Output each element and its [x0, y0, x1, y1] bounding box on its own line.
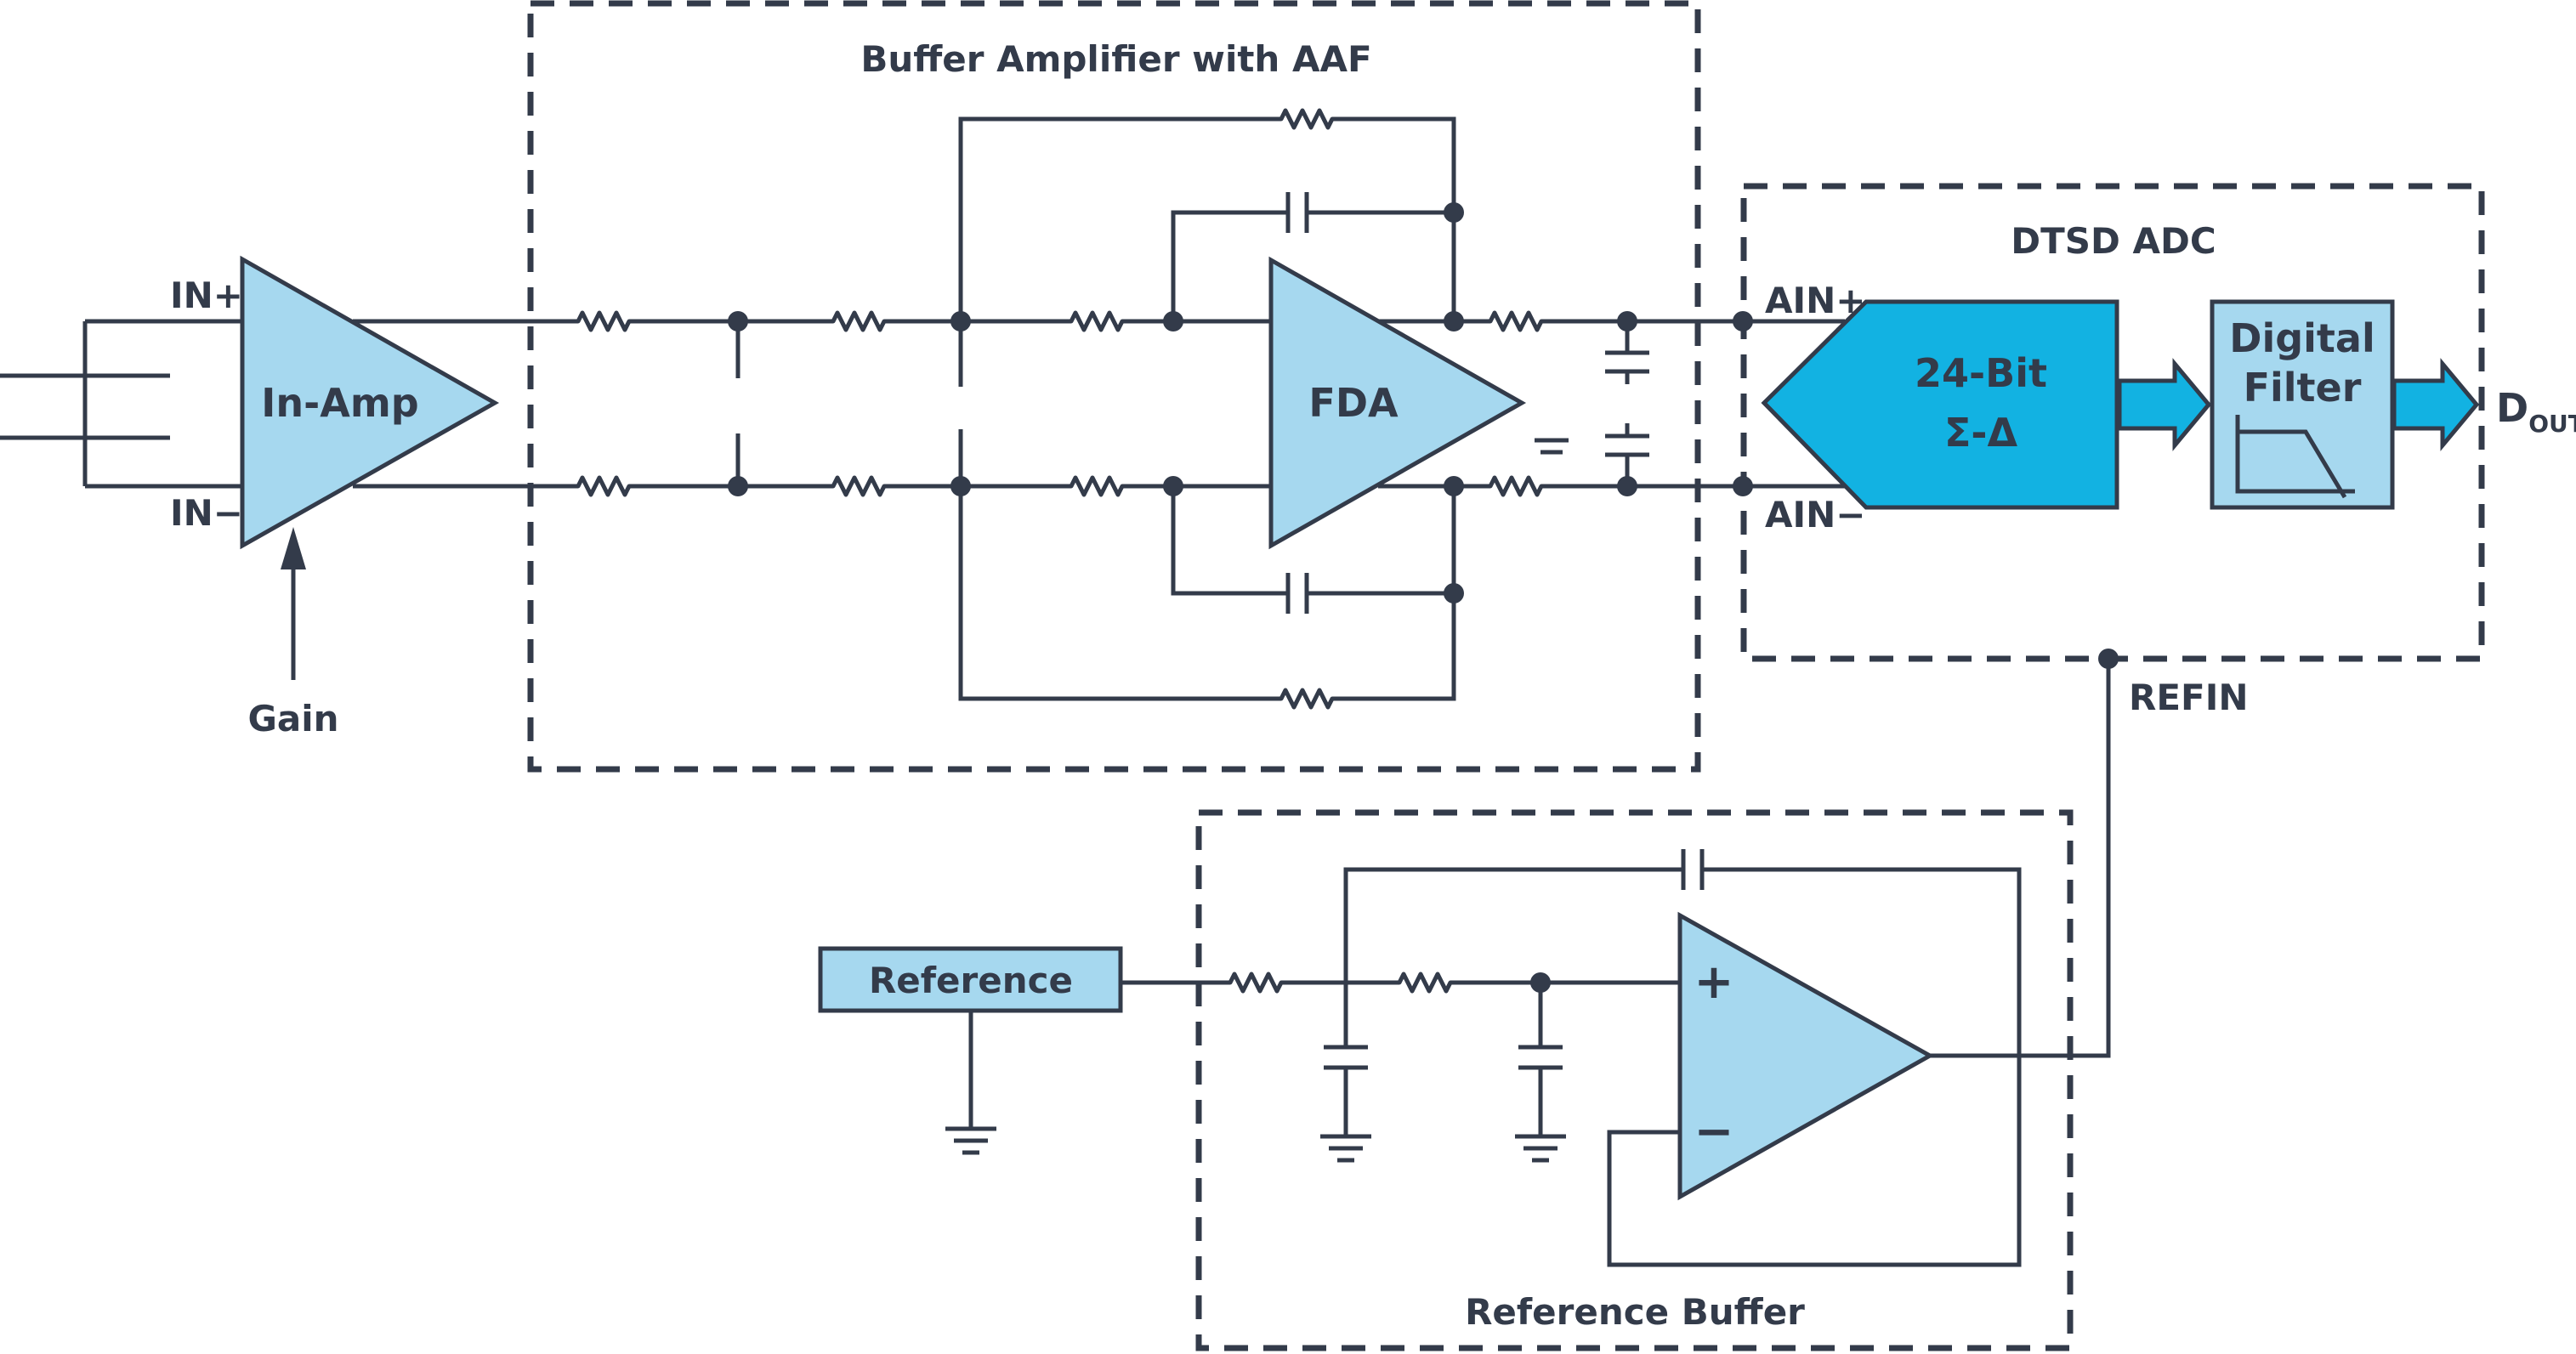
- junctions-buffer: [728, 202, 1753, 603]
- inamp-label: In-Amp: [261, 380, 418, 426]
- inamp-block: [240, 255, 500, 550]
- sigma-delta-block: [1761, 299, 2119, 510]
- ground-symbol-cap1: [1320, 1136, 1371, 1160]
- reference-buffer-group-box: [1195, 809, 2074, 1351]
- in-minus-label: IN−: [170, 492, 243, 534]
- capacitors-reference: [1324, 849, 1705, 1070]
- digital-filter-block: [2210, 299, 2395, 510]
- lowpass-response-icon: [2235, 415, 2355, 499]
- adc-bits-label: 24-Bit: [1915, 350, 2047, 396]
- adc-input-wires: [1743, 319, 1845, 489]
- ground-symbol-reference: [945, 1129, 996, 1153]
- dout-main: D: [2496, 385, 2528, 431]
- adc-sigma-delta-label: Σ-Δ: [1944, 410, 2018, 456]
- gain-label: Gain: [247, 698, 338, 739]
- input-wires: [0, 319, 242, 489]
- refin-label: REFIN: [2129, 677, 2249, 718]
- filter-label-line1: Digital: [2229, 315, 2375, 361]
- in-plus-label: IN+: [170, 275, 243, 316]
- group-boxes: [527, 0, 2485, 1351]
- buffer-amp-wiring: [353, 116, 1743, 701]
- ground-symbols: [945, 1129, 1566, 1160]
- refin-junction: [2098, 649, 2119, 669]
- junctions-reference: [1530, 972, 1551, 993]
- opamp-minus-sign: −: [1694, 1104, 1734, 1159]
- filter-to-dout-arrow: [2392, 358, 2480, 451]
- adc-group-title: DTSD ADC: [2011, 220, 2216, 262]
- buffer-amp-group-box: [527, 0, 1701, 773]
- ain-minus-label: AIN−: [1765, 494, 1865, 535]
- gain-arrow: [281, 527, 306, 680]
- reference-block: [818, 946, 1123, 1013]
- reference-buffer-wiring: [968, 867, 2022, 1267]
- dout-label: DOUT: [2496, 385, 2576, 438]
- adc-to-filter-arrow: [2117, 358, 2212, 451]
- fda-block: [1268, 256, 1527, 550]
- ain-plus-label: AIN+: [1765, 280, 1865, 321]
- dout-subscript: OUT: [2528, 410, 2576, 438]
- reference-opamp: [1677, 911, 1935, 1201]
- filter-label-line2: Filter: [2244, 365, 2362, 411]
- fda-label: FDA: [1308, 380, 1399, 426]
- opamp-plus-sign: +: [1694, 955, 1734, 1010]
- reference-label: Reference: [869, 960, 1073, 1001]
- capacitors-buffer: [1285, 192, 1649, 614]
- ground-symbol-cap2: [1515, 1136, 1566, 1160]
- buffer-amp-group-title: Buffer Amplifier with AAF: [860, 38, 1371, 80]
- reference-buffer-group-title: Reference Buffer: [1465, 1291, 1805, 1333]
